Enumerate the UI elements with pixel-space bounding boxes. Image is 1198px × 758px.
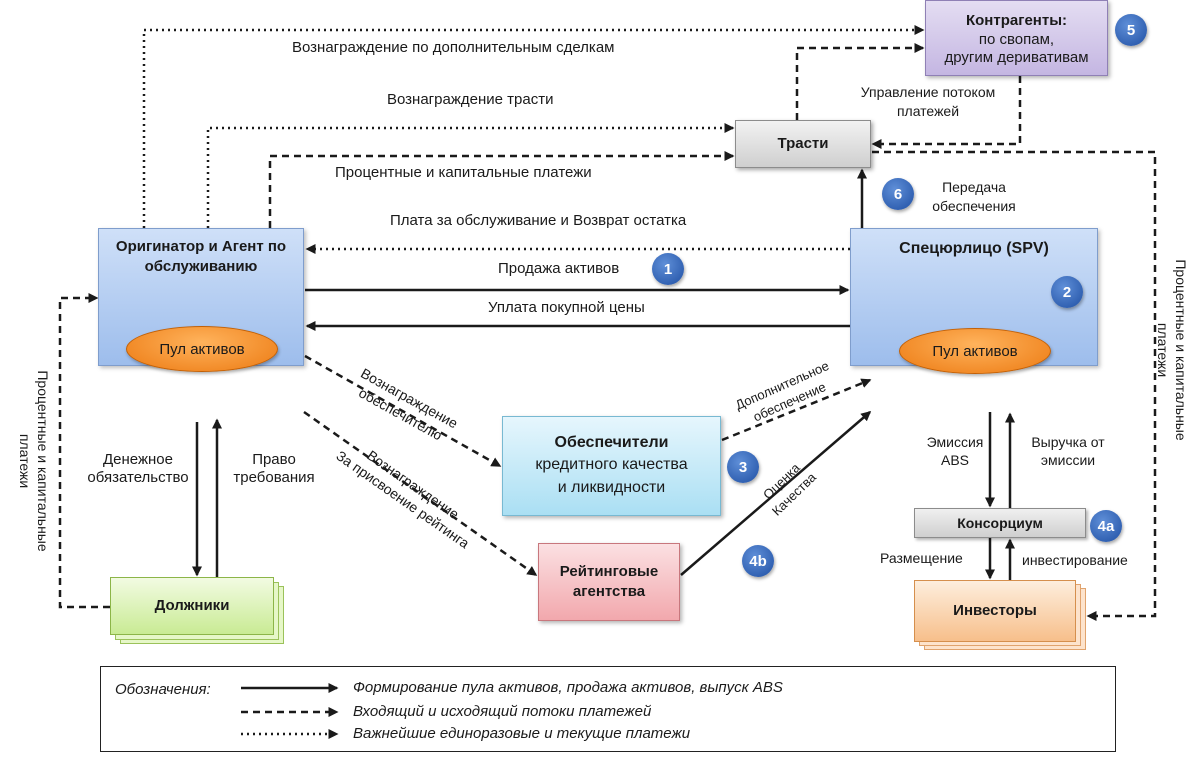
additional-collateral-arrow (721, 378, 872, 442)
consortium-node: Консорциум (914, 508, 1086, 538)
left-vertical-line1: Процентные и капитальные (35, 370, 51, 552)
investment-label: инвестирование (1022, 552, 1128, 568)
right-vertical-payments-label: Процентные и капитальные платежи (1154, 240, 1190, 460)
claim-right-label: Право требования (222, 451, 326, 487)
counterparties-node: Контрагенты: по свопам, другим дериватив… (925, 0, 1108, 76)
counterparties-line3: другим деривативам (944, 49, 1089, 66)
rating-agencies-node: Рейтинговые агентства (538, 543, 680, 621)
trustee-node: Трасти (735, 120, 871, 168)
enhancers-title: Обеспечители (554, 434, 669, 451)
originator-title: Оригинатор и Агент по обслуживанию (115, 238, 287, 275)
step-badge-6: 6 (882, 178, 914, 210)
legend-item-dotted: Важнейшие единоразовые и текущие платежи (353, 725, 691, 742)
legend-item-dashed: Входящий и исходящий потоки платежей (353, 703, 652, 720)
monetary-obligation-label: Денежное обязательство (82, 451, 194, 487)
legend-item-solid: Формирование пула активов, продажа актив… (353, 679, 783, 696)
trustee-to-investors-arrow (872, 150, 1157, 621)
payment-flow-management-line2: платежей (896, 103, 960, 119)
issue-abs-label: Эмиссия ABS (918, 433, 992, 469)
step-badge-5: 5 (1115, 14, 1147, 46)
left-vertical-payments-label: Процентные и капитальные платежи (16, 351, 52, 571)
payment-flow-management-label: Управление потоком платежей (840, 83, 1016, 121)
interest-principal-label: Процентные и капитальные платежи (335, 164, 592, 181)
payment-flow-management-line1: Управление потоком (860, 84, 996, 100)
enhancers-line3: и ликвидности (557, 479, 666, 496)
issue-proceeds-label: Выручка от эмиссии (1020, 433, 1116, 469)
rating-line2: агентства (572, 583, 646, 600)
step-badge-1: 1 (652, 253, 684, 285)
collateral-transfer-line2: обеспечения (932, 198, 1016, 214)
counterparties-line2: по свопам, (978, 31, 1055, 48)
trustee-fee-label: Вознаграждение трасти (387, 91, 554, 108)
issue-proceeds-line1: Выручка от (1031, 434, 1105, 450)
enhancers-line2: кредитного качества (535, 456, 688, 473)
collateral-transfer-label: Передача обеспечения (918, 178, 1030, 216)
issue-abs-line1: Эмиссия (926, 434, 984, 450)
additional-deals-fee-arrow (142, 25, 925, 228)
interest-principal-arrow (268, 151, 735, 228)
step-badge-4b: 4b (742, 545, 774, 577)
step-badge-2: 2 (1051, 276, 1083, 308)
investors-title: Инвесторы (953, 602, 1037, 619)
rating-line1: Рейтинговые (559, 563, 659, 580)
legend-line-samples (241, 683, 339, 739)
issue-abs-line2: ABS (940, 452, 969, 468)
rating-assessment-arrow (680, 411, 872, 576)
spv-title: Спецюрлицо (SPV) (899, 240, 1049, 257)
servicing-fee-label: Плата за обслуживание и Возврат остатка (390, 212, 687, 229)
issue-proceeds-line2: эмиссии (1040, 452, 1096, 468)
trustee-title: Трасти (777, 135, 829, 152)
left-vertical-line2: платежи (17, 433, 33, 489)
additional-deals-fee-label: Вознаграждение по дополнительным сделкам (292, 39, 615, 56)
monetary-obligation-line2: обязательство (87, 469, 189, 486)
legend: Обозначения: Формирование пула активов, … (100, 666, 1116, 752)
right-vertical-line1: Процентные и капитальные (1173, 259, 1189, 441)
consortium-title: Консорциум (957, 515, 1043, 531)
step-badge-3: 3 (727, 451, 759, 483)
spv-asset-pool: Пул активов (899, 328, 1051, 374)
placement-label: Размещение (880, 550, 963, 566)
right-vertical-line2: платежи (1155, 322, 1171, 378)
counterparties-title: Контрагенты: (965, 12, 1068, 29)
trustee-fee-arrow (206, 123, 735, 228)
collateral-transfer-line1: Передача (942, 179, 1006, 195)
purchase-price-label: Уплата покупной цены (488, 299, 645, 316)
claim-right-line2: требования (233, 469, 315, 486)
credit-enhancers-node: Обеспечители кредитного качества и ликви… (502, 416, 721, 516)
debtors-title: Должники (154, 597, 230, 614)
step-badge-4a: 4a (1090, 510, 1122, 542)
asset-sale-label: Продажа активов (498, 260, 620, 277)
legend-title: Обозначения: (115, 681, 211, 698)
investors-node: Инвесторы (914, 580, 1076, 642)
spv-to-counterparties-arrow (795, 43, 925, 120)
debtors-node: Должники (110, 577, 274, 635)
monetary-obligation-line1: Денежное (103, 451, 173, 468)
debtors-payments-arrow (58, 293, 110, 609)
enhancer-fee-arrow (304, 354, 502, 468)
originator-asset-pool: Пул активов (126, 326, 278, 372)
claim-right-line1: Право (252, 451, 296, 468)
